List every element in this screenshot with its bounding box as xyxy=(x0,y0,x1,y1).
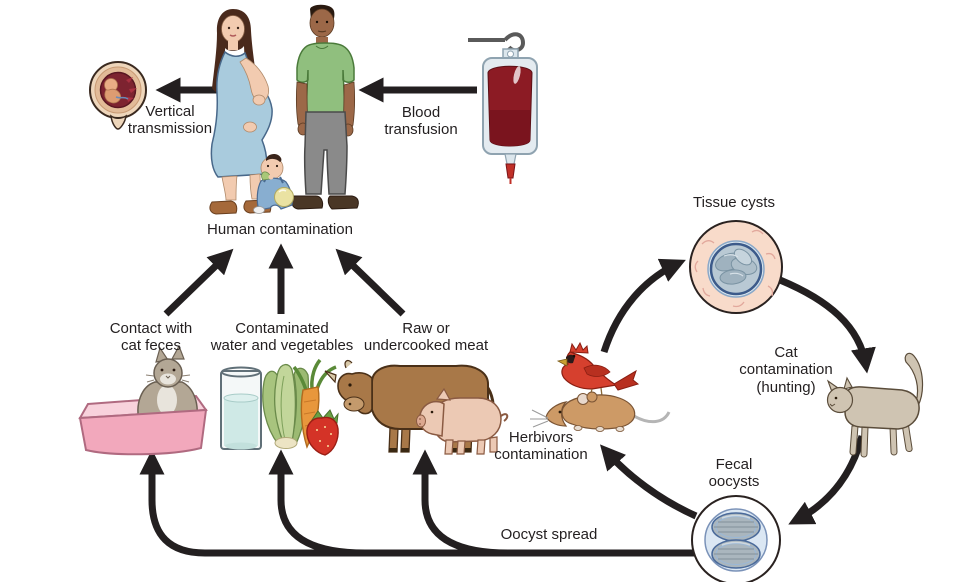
hunting-cat-body xyxy=(844,386,920,430)
fecal-oocysts-illustration xyxy=(691,495,781,582)
label-tissue-cysts: Tissue cysts xyxy=(693,194,775,211)
arrow-tissue-cysts-to-cat xyxy=(778,276,876,374)
man-pants xyxy=(303,111,348,195)
blood-bag-illustration xyxy=(468,32,538,184)
arrow-fecal-oocysts-to-herbivors xyxy=(599,444,698,520)
water-glass-illustration xyxy=(220,366,262,450)
bird-illustration xyxy=(556,341,640,400)
hunting-cat-illustration xyxy=(826,352,924,458)
arrow-oocyst-spread-branch-water xyxy=(268,449,366,557)
pregnant-woman-illustration xyxy=(209,9,273,215)
mouse-illustration xyxy=(530,391,671,432)
arrows xyxy=(139,77,876,557)
vegetables-illustration xyxy=(262,358,339,456)
woman-dress xyxy=(210,50,273,178)
tissue-cysts-illustration xyxy=(689,220,783,314)
label-contaminated-water: Contaminated water and vegetables xyxy=(210,320,354,355)
carrot-illustration xyxy=(292,358,337,449)
lettuce-illustration xyxy=(262,363,310,449)
arrow-oocyst-spread-branch-meat xyxy=(412,449,509,557)
cat-litter-box-illustration xyxy=(78,344,208,456)
label-blood-transfusion: Blood transfusion xyxy=(384,104,458,139)
pig-illustration xyxy=(416,387,509,455)
arrow-bird-to-tissue-cysts xyxy=(600,258,686,354)
arrow-catfeces-to-human xyxy=(163,248,234,317)
arrow-meat-to-human xyxy=(335,248,406,317)
litter-box-front xyxy=(78,408,208,456)
arrow-cat-to-fecal-oocysts xyxy=(788,435,866,525)
label-human-contamination: Human contamination xyxy=(207,221,353,238)
baby-illustration xyxy=(253,153,294,214)
label-contact-cat-feces: Contact with cat feces xyxy=(109,320,193,355)
label-cat-contamination: Cat contamination (hunting) xyxy=(739,344,833,396)
label-oocyst-spread: Oocyst spread xyxy=(500,526,598,543)
strawberry-illustration xyxy=(306,409,339,456)
fetus-illustration xyxy=(89,61,147,130)
label-vertical-transmission: Vertical transmission xyxy=(127,103,213,138)
label-raw-meat: Raw or undercooked meat xyxy=(363,320,489,355)
label-fecal-oocysts: Fecal oocysts xyxy=(708,456,760,491)
man-illustration xyxy=(291,4,359,210)
arrow-oocyst-spread-main xyxy=(139,449,694,557)
label-herbivors-contamination: Herbivors contamination xyxy=(494,429,588,464)
pig-body xyxy=(433,397,502,443)
mouse-body xyxy=(545,394,636,430)
